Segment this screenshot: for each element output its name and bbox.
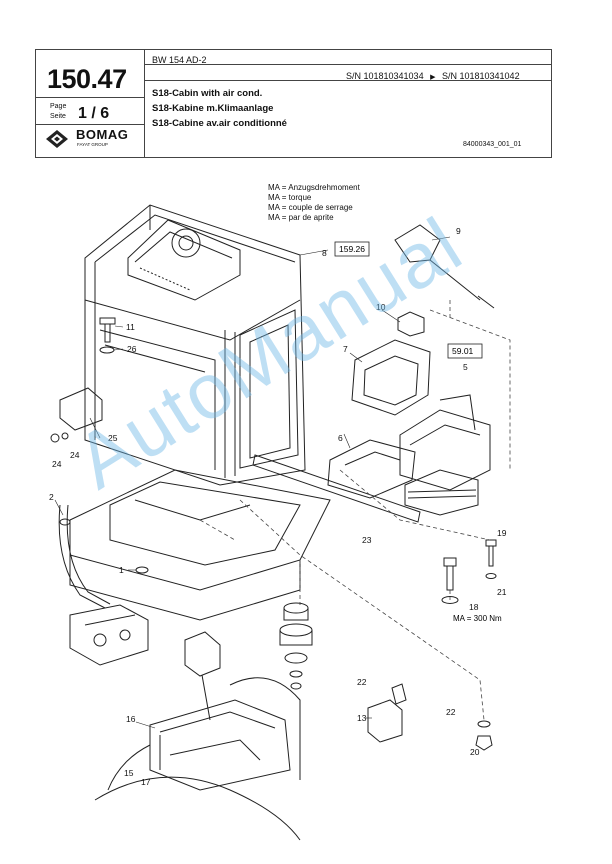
title-block [35,49,552,158]
callout-label: 13 [357,713,367,723]
serial-to: S/N 101810341042 [442,71,520,81]
callout-label: 21 [497,587,507,597]
title-english: S18-Cabin with air cond. [152,88,263,99]
torque-legend-line: MA = couple de serrage [268,203,353,212]
callout-label: 15 [124,768,134,778]
callout-label: 10 [376,302,386,312]
callout-label: 22 [446,707,456,717]
page-count: 1 / 6 [78,105,110,122]
exploded-parts-drawing: MA = Anzugsdrehmoment MA = torque MA = c… [49,183,511,841]
callout-label: 26 [127,344,137,354]
callout-label: 7 [343,344,348,354]
title-german: S18-Kabine m.Klimaanlage [152,103,274,114]
page-count-divider [35,124,144,125]
reference-box: 59.01 [452,346,474,356]
callout-label: 8 [322,248,327,258]
bomag-logo-icon [46,130,68,148]
torque-note: MA = 300 Nm [453,614,502,623]
callout-label: 24 [52,459,62,469]
callout-label: 24 [70,450,80,460]
model-row-divider [144,64,552,65]
callout-label: 23 [362,535,372,545]
machine-model: BW 154 AD-2 [152,55,207,65]
callout-label: 22 [357,677,367,687]
title-block-divider [144,49,145,158]
torque-legend-line: MA = torque [268,193,312,202]
page-label-de: Seite [50,113,66,120]
callout-label: 2 [49,492,54,502]
callout-label: 11 [126,322,135,332]
logo-text: BOMAG [76,127,129,142]
callout-label: 1 [119,565,124,575]
logo-subtext: FAYAT GROUP [77,142,108,147]
torque-legend-line: MA = par de aprite [268,213,334,222]
serial-row-divider [144,80,552,81]
reference-box: 159.26 [339,244,365,254]
serial-arrow-icon: ▶ [430,74,436,81]
title-french: S18-Cabine av.air conditionné [152,118,287,129]
callout-label: 25 [108,433,118,443]
callout-label: 9 [456,226,461,236]
page-number: 150.47 [47,64,127,94]
callout-label: 17 [141,777,151,787]
callout-label: 20 [470,747,480,757]
callout-label: 5 [463,362,468,372]
serial-from: S/N 101810341034 [346,71,424,81]
callout-label: 19 [497,528,507,538]
torque-legend-line: MA = Anzugsdrehmoment [268,183,361,192]
callout-label: 16 [126,714,136,724]
page-number-divider [35,97,144,98]
document-reference: 84000343_001_01 [463,141,522,148]
page-label-en: Page [50,103,67,110]
callout-label: 6 [338,433,343,443]
serial-range: S/N 101810341034 ▶ S/N 101810341042 [346,71,520,81]
callout-label: 18 [469,602,479,612]
